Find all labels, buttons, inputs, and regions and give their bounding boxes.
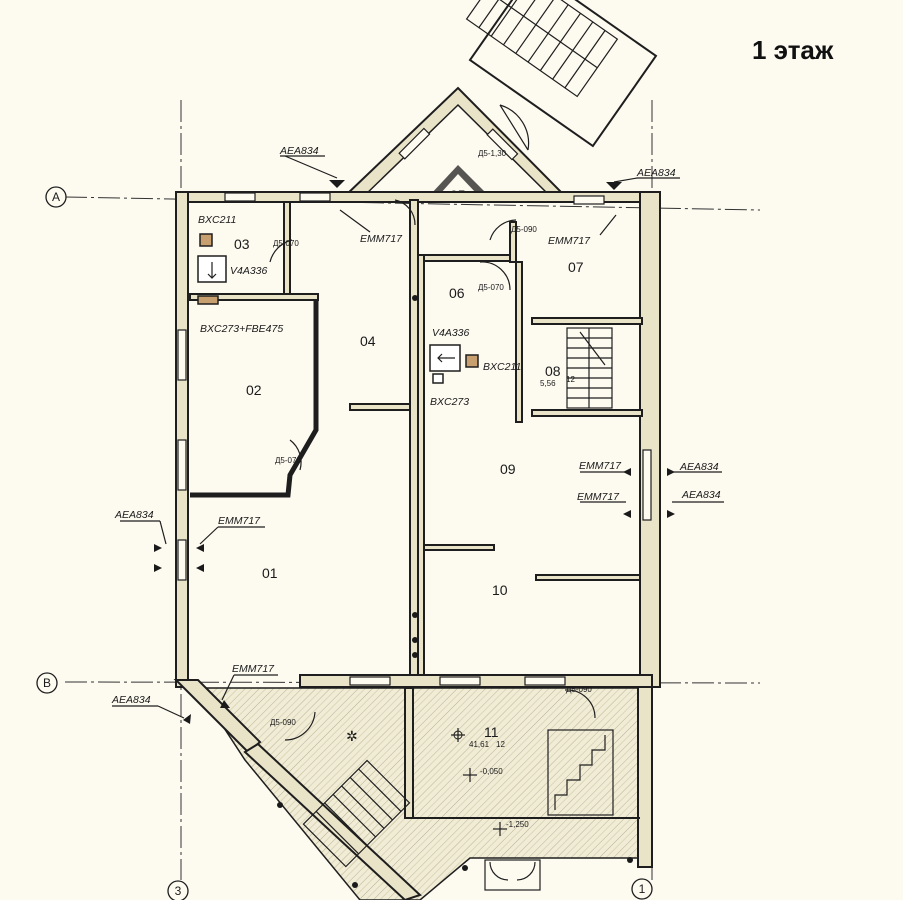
axis-label-3: 3 xyxy=(175,884,182,898)
tag-v4a336-a: V4A336 xyxy=(230,265,268,277)
stair-porch-right xyxy=(547,729,614,816)
axis-label-a: A xyxy=(52,190,60,204)
floor-title: 1 этаж xyxy=(752,35,834,65)
tag-bxc273-fbe475: BXC273+FBE475 xyxy=(200,323,283,335)
equipment-symbols xyxy=(197,233,479,384)
tag-aea-left: AEA834 xyxy=(114,509,154,521)
doors xyxy=(269,199,596,891)
door-tag-06: Д5-070 xyxy=(478,283,504,292)
room-06-label: 06 xyxy=(449,285,465,301)
room-07-label: 07 xyxy=(568,259,584,275)
tag-emm-bottom: EMM717 xyxy=(232,663,275,675)
axis-label-b: B xyxy=(43,676,51,690)
porch-floor xyxy=(196,687,641,900)
level-mark-2: -1,250 xyxy=(506,820,529,829)
tag-emm-top-right: EMM717 xyxy=(548,235,591,247)
room-08-area-sup: 12 xyxy=(566,375,575,384)
door-tag-top: Д5-1,30 xyxy=(478,149,507,158)
room-09-label: 09 xyxy=(500,461,516,477)
door-tag-07: Д5-090 xyxy=(511,225,537,234)
porch-marks: ✲ xyxy=(346,728,507,836)
tag-emm-left: EMM717 xyxy=(218,515,261,527)
north-stair-annex xyxy=(342,0,658,202)
tag-emm-right-2: EMM717 xyxy=(577,491,620,503)
axis-bubble-3 xyxy=(167,880,189,900)
axis-bubble-b xyxy=(36,672,58,694)
room-02-label: 02 xyxy=(246,382,262,398)
tag-bxc211-b: BXC211 xyxy=(483,361,521,373)
room-04-label: 04 xyxy=(360,333,376,349)
room-11-area: 41,61 xyxy=(469,740,490,749)
interior-walls xyxy=(189,199,643,819)
door-tag-11a: Д5-090 xyxy=(270,718,296,727)
room-11-label: 11 xyxy=(484,724,499,740)
tag-emm-top-left: EMM717 xyxy=(360,233,403,245)
room-01-label: 01 xyxy=(262,565,278,581)
door-tag-02: Д5-070 xyxy=(275,456,301,465)
room-10-label: 10 xyxy=(492,582,508,598)
room-03-label: 03 xyxy=(234,236,250,252)
tag-aea-right-1: AEA834 xyxy=(679,461,719,473)
tag-aea-right-2: AEA834 xyxy=(681,489,721,501)
tag-aea-bottom: AEA834 xyxy=(111,694,151,706)
tag-emm-right-1: EMM717 xyxy=(579,460,622,472)
leader-lines xyxy=(112,155,724,719)
windows xyxy=(177,192,652,686)
tag-bxc211-a: BXC211 xyxy=(198,214,236,226)
tag-bxc273-b: BXC273 xyxy=(430,396,469,408)
door-tag-03: Д5-070 xyxy=(273,239,299,248)
stair-08 xyxy=(566,327,613,409)
level-mark-1: -0,050 xyxy=(480,767,503,776)
tag-aea-top-left: AEA834 xyxy=(279,145,319,157)
room-08-area: 5,56 xyxy=(540,379,556,388)
door-tag-11b: Д5-090 xyxy=(566,685,592,694)
axis-bubble-a xyxy=(45,186,67,208)
room-11-area-sup: 12 xyxy=(496,740,505,749)
tag-v4a336-b: V4A336 xyxy=(432,327,470,339)
tag-aea-top-right: AEA834 xyxy=(636,167,676,179)
svg-text:✲: ✲ xyxy=(346,729,358,745)
room-08-label: 08 xyxy=(545,363,561,379)
stair-porch-left xyxy=(302,759,411,868)
axis-bubble-1 xyxy=(631,878,653,900)
detector-markers xyxy=(154,180,675,888)
axis-label-1: 1 xyxy=(639,882,646,896)
